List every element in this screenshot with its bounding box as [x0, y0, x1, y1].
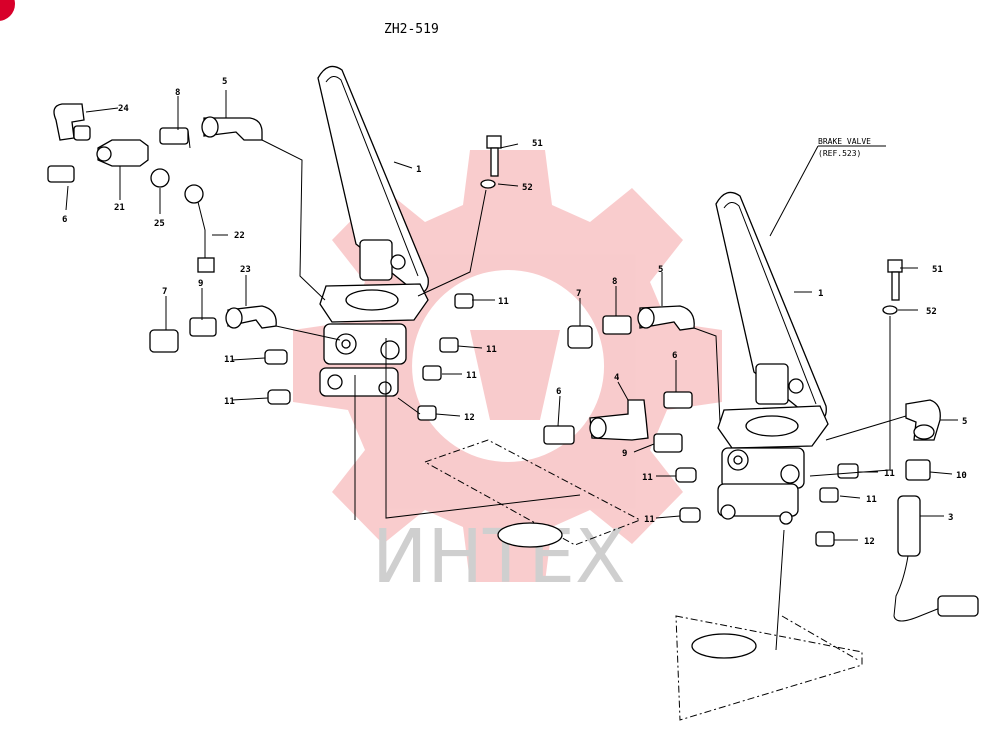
note-line-1: BRAKE VALVE — [818, 137, 871, 146]
watermark-text: ИНТЕХ — [372, 514, 626, 600]
callout-24: 24 — [118, 104, 129, 114]
callout-52-r: 52 — [926, 307, 937, 317]
callout-7: 7 — [162, 287, 167, 297]
right-callouts: 1 51 52 7 8 5 6 4 6 9 11 11 11 11 12 5 1… — [556, 265, 967, 547]
corner-badge — [0, 0, 15, 21]
callout-5-r-b: 5 — [962, 417, 967, 427]
callout-6-r-a: 6 — [672, 351, 677, 361]
note-line-2: (REF.523) — [818, 149, 861, 158]
left-brake-valve-assembly — [47, 65, 642, 548]
callout-25: 25 — [154, 219, 165, 229]
callout-51-r: 51 — [932, 265, 943, 275]
callout-1-r: 1 — [818, 289, 823, 299]
callout-11-r-a: 11 — [642, 473, 653, 483]
callout-23: 23 — [240, 265, 251, 275]
callout-52: 52 — [522, 183, 533, 193]
callout-11-r-b: 11 — [644, 515, 655, 525]
callout-11-e: 11 — [466, 371, 477, 381]
callout-10: 10 — [956, 471, 967, 481]
callout-11-r-d: 11 — [866, 495, 877, 505]
callout-5: 5 — [222, 77, 227, 87]
left-callouts: 24 8 5 1 51 52 6 21 25 22 23 7 9 11 11 1… — [62, 77, 543, 423]
diagram-title: ZH2-519 — [384, 22, 439, 37]
right-brake-valve-assembly — [543, 145, 979, 721]
callout-11-c: 11 — [498, 297, 509, 307]
callout-7-r: 7 — [576, 289, 581, 299]
callout-6-r-b: 6 — [556, 387, 561, 397]
callout-21: 21 — [114, 203, 125, 213]
callout-11-b: 11 — [224, 397, 235, 407]
callout-3: 3 — [948, 513, 953, 523]
callout-11-d: 11 — [486, 345, 497, 355]
callout-9-r: 9 — [622, 449, 627, 459]
callout-8: 8 — [175, 88, 180, 98]
callout-51: 51 — [532, 139, 543, 149]
callout-12-r: 12 — [864, 537, 875, 547]
callout-9: 9 — [198, 279, 203, 289]
callout-11-a: 11 — [224, 355, 235, 365]
callout-8-r: 8 — [612, 277, 617, 287]
callout-4: 4 — [614, 373, 620, 383]
callout-11-r-c: 11 — [884, 469, 895, 479]
callout-12: 12 — [464, 413, 475, 423]
callout-1: 1 — [416, 165, 421, 175]
callout-6: 6 — [62, 215, 67, 225]
callout-5-r: 5 — [658, 265, 663, 275]
callout-22: 22 — [234, 231, 245, 241]
